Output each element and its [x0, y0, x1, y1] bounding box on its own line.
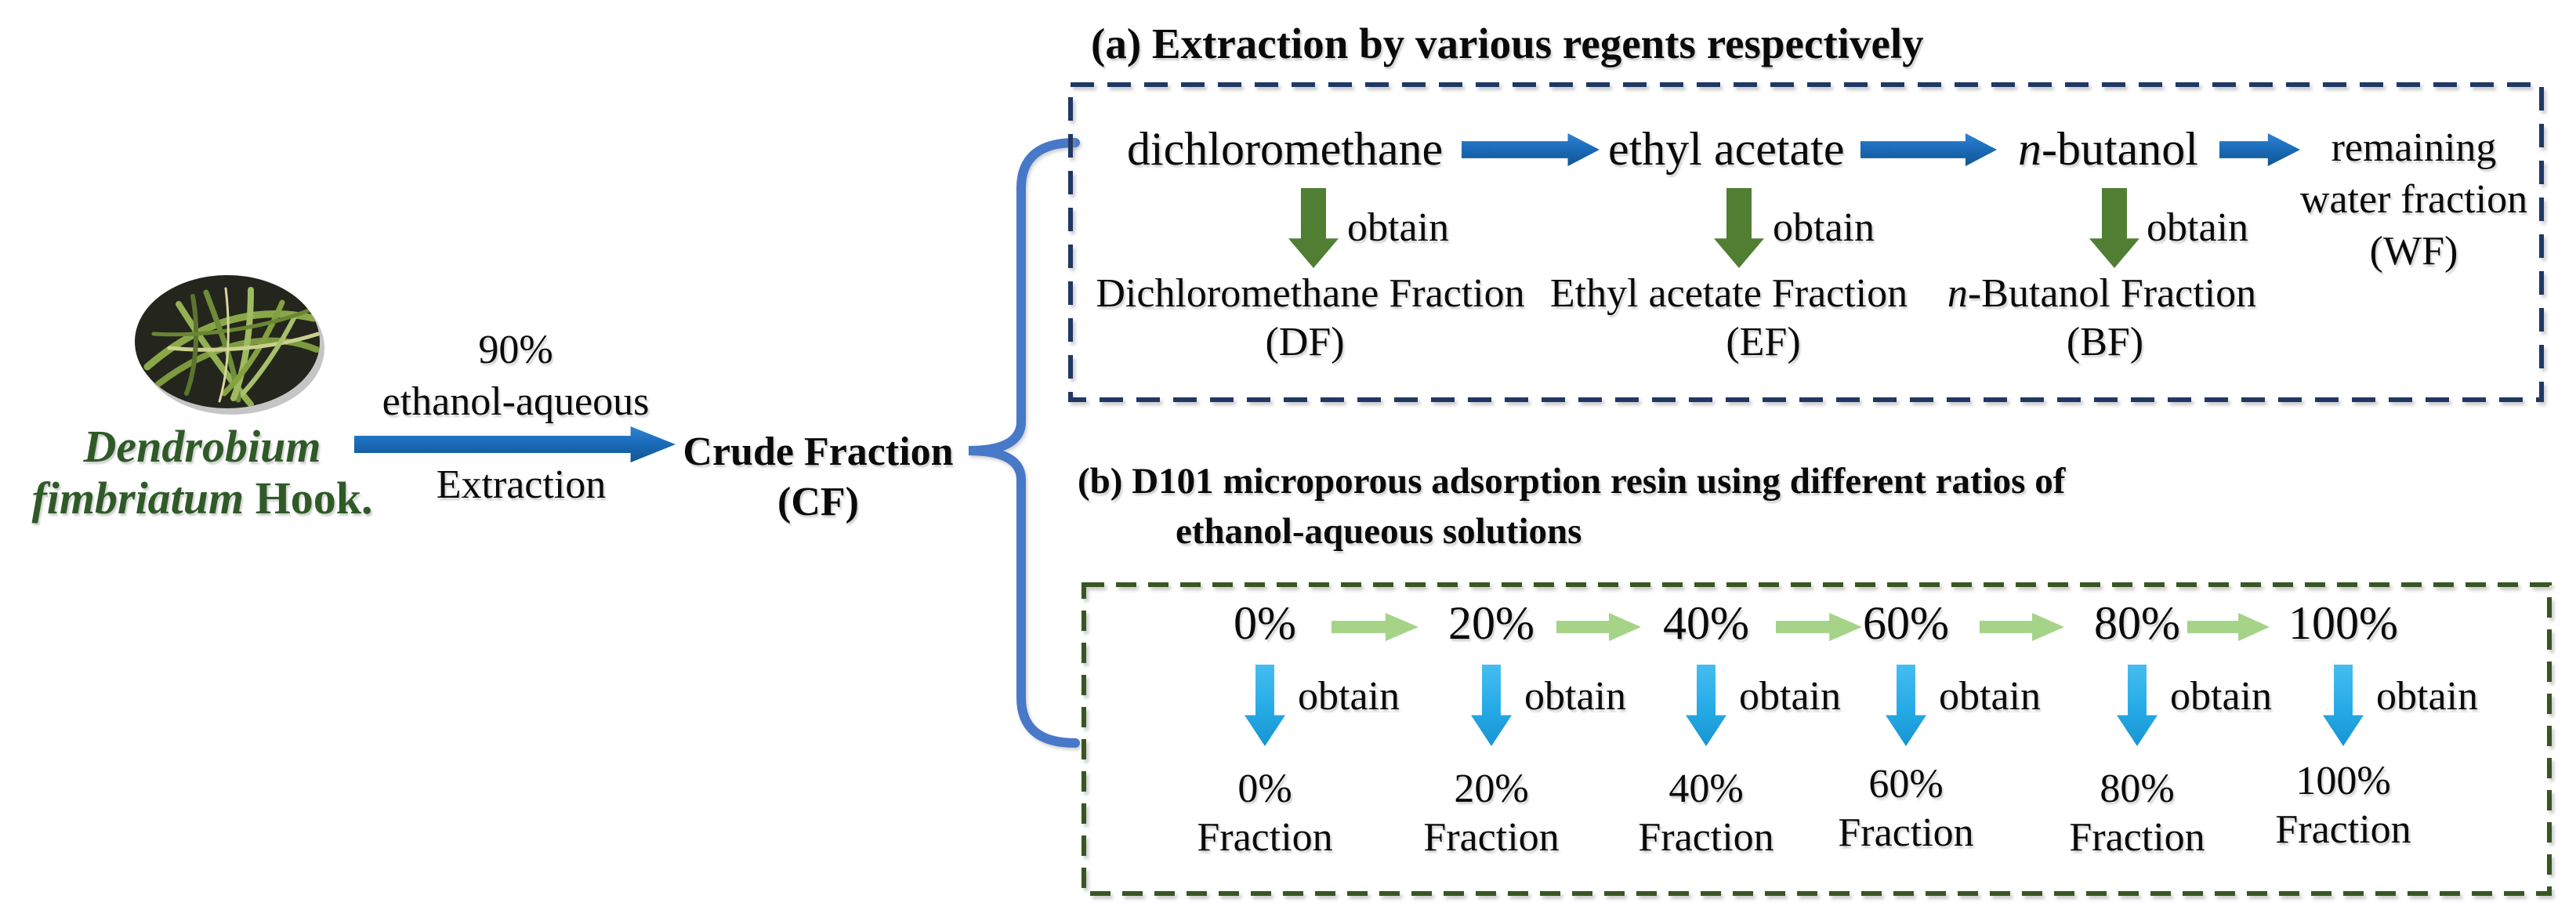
ratio-label: 60% — [1863, 597, 1949, 649]
ratio-fraction-line2: Fraction — [1638, 815, 1774, 860]
section-b-box — [1081, 582, 2552, 896]
obtain-label: obtain — [1773, 205, 1875, 250]
wf-line1: remaining — [2331, 125, 2497, 170]
crude-fraction-name: Crude Fraction — [683, 430, 954, 474]
obtain-label: obtain — [1347, 205, 1449, 250]
ratio-label: 0% — [1234, 597, 1296, 649]
fraction-name: Dichloromethane Fraction — [1096, 271, 1525, 316]
solvent-n-butanol: n-butanol — [2018, 123, 2198, 175]
fraction-abbr: (EF) — [1726, 320, 1801, 364]
crude-fraction-node: Crude Fraction (CF) — [683, 427, 953, 527]
section-a-box — [1068, 82, 2544, 402]
obtain-label: obtain — [2376, 674, 2478, 719]
ratio-fraction-line1: 60% — [1868, 762, 1944, 806]
extraction-arrow-icon — [354, 426, 676, 462]
extraction-method-label: Extraction — [436, 462, 607, 507]
plant-name-line1: Dendrobium — [83, 421, 321, 472]
obtain-label: obtain — [1524, 674, 1626, 719]
ratio-fraction: 60% Fraction — [1838, 760, 1973, 857]
ratio-label: 40% — [1663, 597, 1749, 649]
ratio-fraction-line1: 20% — [1454, 767, 1529, 811]
ratio-label: 80% — [2094, 597, 2180, 649]
obtain-label: obtain — [1739, 674, 1841, 719]
wf-line2: water fraction — [2299, 177, 2528, 222]
plant-name-line2: fimbriatum Hook. — [31, 473, 373, 524]
extraction-percent-label: 90% — [478, 328, 553, 372]
ratio-fraction-line1: 0% — [1237, 767, 1292, 811]
obtain-label: obtain — [1298, 674, 1400, 719]
plant-name: Dendrobium fimbriatum Hook. — [31, 421, 372, 524]
ratio-fraction-line2: Fraction — [1423, 815, 1560, 860]
ratio-fraction: 40% Fraction — [1638, 765, 1773, 862]
ratio-fraction-line2: Fraction — [2069, 815, 2205, 860]
ratio-fraction: 100% Fraction — [2275, 757, 2411, 854]
ratio-fraction: 80% Fraction — [2069, 765, 2205, 862]
split-brace-icon — [968, 138, 1080, 748]
plant-stems — [143, 287, 320, 408]
ratio-fraction-line2: Fraction — [1197, 815, 1333, 860]
crude-fraction-abbr: (CF) — [777, 480, 859, 524]
wf-abbr: (WF) — [2369, 229, 2458, 274]
ratio-label: 20% — [1448, 597, 1534, 649]
remaining-water-fraction-node: remaining water fraction (WF) — [2300, 122, 2527, 277]
fraction-name: Ethyl acetate Fraction — [1549, 271, 1908, 316]
ratio-fraction-line1: 100% — [2295, 759, 2391, 803]
ratio-fraction: 20% Fraction — [1423, 765, 1559, 862]
ratio-fraction-line2: Fraction — [1838, 810, 1974, 855]
extraction-solvent-label: ethanol-aqueous — [382, 379, 650, 424]
ratio-fraction: 0% Fraction — [1197, 765, 1332, 862]
solvent-ethyl-acetate: ethyl acetate — [1608, 123, 1845, 175]
ratio-fraction-line1: 80% — [2100, 767, 2175, 811]
fraction-abbr: (DF) — [1265, 320, 1345, 364]
section-a-title: (a) Extraction by various regents respec… — [1091, 20, 1924, 67]
obtain-label: obtain — [1939, 674, 2041, 719]
obtain-label: obtain — [2147, 205, 2248, 250]
section-b-title-line2: ethanol-aqueous solutions — [1176, 511, 1582, 552]
plant-photo — [135, 275, 324, 415]
fraction-abbr: (BF) — [2066, 320, 2144, 364]
obtain-label: obtain — [2170, 674, 2272, 719]
fraction-name: n-Butanol Fraction — [1947, 271, 2257, 316]
solvent-dichloromethane: dichloromethane — [1127, 123, 1444, 175]
ratio-label: 100% — [2288, 597, 2398, 649]
ratio-fraction-line2: Fraction — [2275, 807, 2411, 852]
ratio-fraction-line1: 40% — [1668, 767, 1744, 811]
section-b-title-line1: (b) D101 microporous adsorption resin us… — [1078, 461, 2066, 502]
